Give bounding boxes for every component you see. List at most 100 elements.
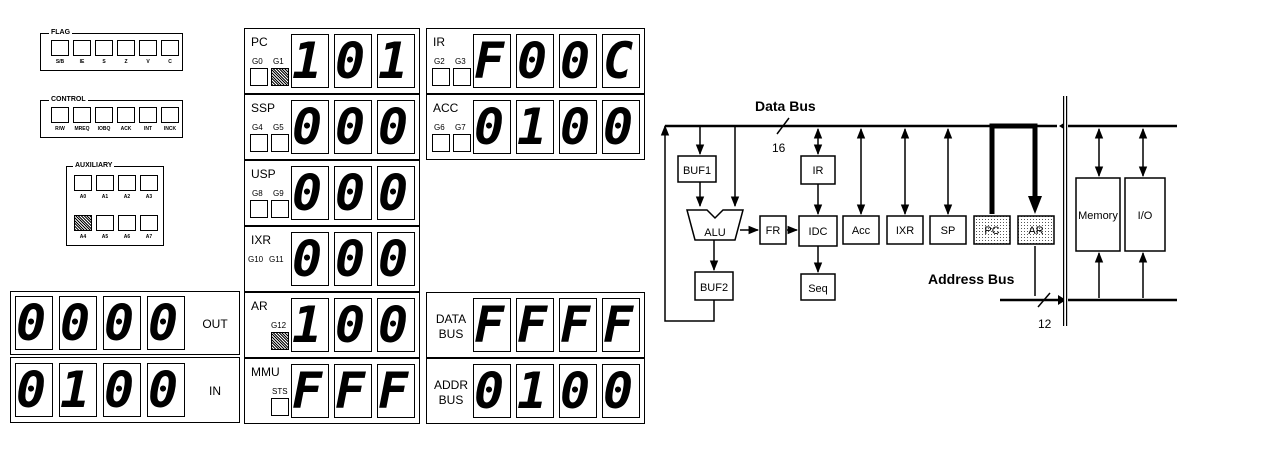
- in-digit-4: 0.: [147, 363, 185, 417]
- address-bus-width: 12: [1038, 317, 1052, 331]
- bus-separator: [1063, 96, 1068, 326]
- out-panel: 0. 0. 0. 0. OUT: [10, 291, 240, 355]
- buf2-block-label: BUF2: [700, 282, 728, 294]
- aux-led-a4: [74, 215, 92, 231]
- addr-bus-digit-2: 1.: [516, 364, 554, 418]
- g5-lamp: [271, 134, 289, 152]
- data-bus-digit-3: F.: [559, 298, 597, 352]
- ir-block-label: IR: [813, 165, 824, 177]
- sp-block-label: SP: [941, 225, 956, 237]
- ssp-digit-2: 0.: [334, 100, 372, 154]
- pc-block: [973, 215, 1011, 245]
- out-digit-2: 0.: [59, 296, 97, 350]
- out-digit-1: 0.: [15, 296, 53, 350]
- acc-digit-1: 0.: [473, 100, 511, 154]
- usp-label: USP: [251, 167, 276, 181]
- control-led-iobq: [95, 107, 113, 123]
- alu-block-label: ALU: [704, 227, 725, 239]
- data-bus-label-line2: BUS: [438, 327, 464, 341]
- pc-digit-2: 0.: [334, 34, 372, 88]
- data-bus-label: Data Bus: [755, 98, 816, 114]
- ixr-digit-1: 0.: [291, 232, 329, 286]
- g2-lamp: [432, 68, 450, 86]
- flag-label-c: C: [168, 59, 172, 65]
- io-block: [1124, 177, 1166, 252]
- idc-block: [798, 215, 838, 247]
- control-label-inck: INCK: [163, 126, 177, 132]
- data-bus-width: 16: [772, 141, 786, 155]
- pc-block-label: PC: [984, 225, 999, 237]
- data-bus-panel: DATA BUS F. F. F. F.: [426, 292, 645, 358]
- alu-block: [686, 209, 744, 241]
- mmu-digit-2: F.: [334, 364, 372, 418]
- ar-label: AR: [251, 299, 268, 313]
- control-panel: CONTROL R/W MREQ IOBQ ACK INT INCK: [40, 95, 183, 138]
- buf1-block: [677, 155, 717, 183]
- aux-led-a0: [74, 175, 92, 191]
- sts-label: STS: [272, 387, 288, 396]
- g2-label: G2: [434, 57, 445, 66]
- control-label-int: INT: [143, 126, 153, 132]
- ar-digit-1: 1.: [291, 298, 329, 352]
- aux-label-a2: A2: [123, 194, 131, 200]
- buf2-block: [694, 271, 734, 301]
- flag-led-v: [139, 40, 157, 56]
- ir-label: IR: [433, 35, 445, 49]
- g4-label: G4: [252, 123, 263, 132]
- ir-digit-2: 0.: [516, 34, 554, 88]
- out-label: OUT: [202, 317, 228, 331]
- acc-block-label: Acc: [852, 225, 871, 237]
- flag-panel: FLAG S/B IE S Z V C: [40, 28, 183, 71]
- flag-led-c: [161, 40, 179, 56]
- seq-block-label: Seq: [808, 283, 828, 295]
- acc-digit-2: 1.: [516, 100, 554, 154]
- acc-register-panel: ACC G6 G7 0. 1. 0. 0.: [426, 94, 645, 160]
- ir-digit-1: F.: [473, 34, 511, 88]
- aux-label-a3: A3: [145, 194, 153, 200]
- g7-label: G7: [455, 123, 466, 132]
- g3-lamp: [453, 68, 471, 86]
- data-bus-digit-2: F.: [516, 298, 554, 352]
- g12-label: G12: [271, 321, 287, 330]
- acc-digit-3: 0.: [559, 100, 597, 154]
- aux-led-a2: [118, 175, 136, 191]
- ssp-digit-3: 0.: [377, 100, 415, 154]
- feedback-loop-wire: [660, 124, 715, 322]
- usp-digit-3: 0.: [377, 166, 415, 220]
- ar-block: [1017, 215, 1055, 245]
- g10-label: G10: [248, 255, 264, 264]
- ar-block-label: AR: [1028, 225, 1043, 237]
- in-digit-3: 0.: [103, 363, 141, 417]
- address-bus-line: [1000, 295, 1177, 305]
- aux-label-a0: A0: [79, 194, 87, 200]
- mmu-digit-3: F.: [377, 364, 415, 418]
- ssp-register-panel: SSP G4 G5 0. 0. 0.: [244, 94, 420, 160]
- control-led-ack: [117, 107, 135, 123]
- aux-label-a7: A7: [145, 234, 153, 240]
- data-bus-digit-1: F.: [473, 298, 511, 352]
- flag-label-z: Z: [124, 59, 128, 65]
- g7-lamp: [453, 134, 471, 152]
- g6-label: G6: [434, 123, 445, 132]
- aux-led-a5: [96, 215, 114, 231]
- g11-label: G11: [269, 255, 284, 264]
- aux-label-a5: A5: [101, 234, 109, 240]
- flag-led-z: [117, 40, 135, 56]
- aux-led-a1: [96, 175, 114, 191]
- data-bus-digit-4: F.: [602, 298, 640, 352]
- pc-to-ar-arrowhead: [1028, 196, 1042, 214]
- ixr-digit-2: 0.: [334, 232, 372, 286]
- usp-digit-1: 0.: [291, 166, 329, 220]
- control-label-rw: R/W: [55, 126, 65, 132]
- ir-block: [800, 155, 836, 185]
- flag-label-ie: IE: [79, 59, 85, 65]
- fr-block-label: FR: [766, 225, 781, 237]
- pc-digit-1: 1.: [291, 34, 329, 88]
- ssp-label: SSP: [251, 101, 276, 115]
- address-bus-label: Address Bus: [928, 271, 1015, 287]
- cpu-architecture-diagram: Data Bus 16 Address Bus 12 BUF1 ALU: [660, 96, 1177, 331]
- data-bus-width-slash: [776, 117, 790, 135]
- auxiliary-panel: AUXILIARY A0 A1 A2 A3 A4 A5 A6 A7: [66, 161, 164, 246]
- addr-bus-digit-3: 0.: [559, 364, 597, 418]
- g4-lamp: [250, 134, 268, 152]
